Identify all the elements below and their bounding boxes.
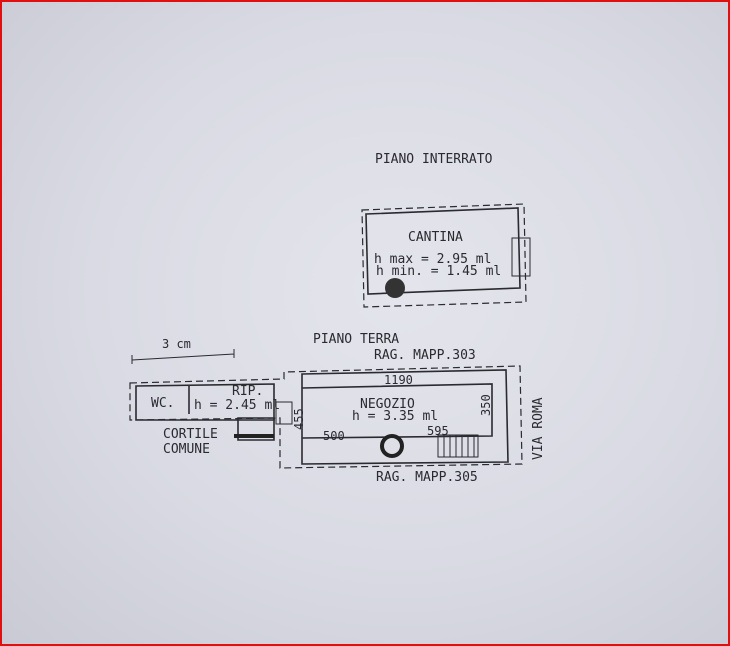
basement-title: PIANO INTERRATO: [375, 152, 493, 167]
dim-right: 350: [479, 394, 493, 416]
cantina-room: [361, 203, 531, 308]
ground-floor-title: PIANO TERRA: [313, 332, 399, 347]
scale-bar: [131, 349, 235, 364]
courtyard-line2: COMUNE: [163, 442, 210, 457]
storage-height: h = 2.45 ml: [194, 398, 280, 413]
cantina-label: CANTINA: [408, 230, 463, 245]
ground-floor-walls: [129, 365, 523, 469]
dim-left-part: 500: [323, 429, 345, 443]
spiral-stair-icon: [380, 434, 404, 458]
neighbor-top: RAG. MAPP.303: [374, 348, 476, 363]
scale-note: 3 cm: [162, 337, 191, 351]
stairs: [437, 434, 479, 458]
street-label: VIA ROMA: [531, 397, 546, 460]
shop-height: h = 3.35 ml: [352, 409, 438, 424]
dim-right-part: 595: [427, 424, 449, 438]
courtyard-line1: CORTILE: [163, 427, 218, 442]
dim-width: 455: [292, 408, 306, 430]
shop-label: NEGOZIO: [360, 397, 415, 412]
dim-length: 1190: [384, 373, 413, 387]
wc-label: WC.: [151, 396, 174, 411]
cantina-hmin: h min. = 1.45 ml: [376, 264, 501, 279]
spiral-stair-icon: [385, 278, 405, 298]
neighbor-bottom: RAG. MAPP.305: [376, 470, 478, 485]
cantina-hmax: h max = 2.95 ml: [374, 252, 491, 267]
storage-label: RIP.: [232, 384, 263, 399]
